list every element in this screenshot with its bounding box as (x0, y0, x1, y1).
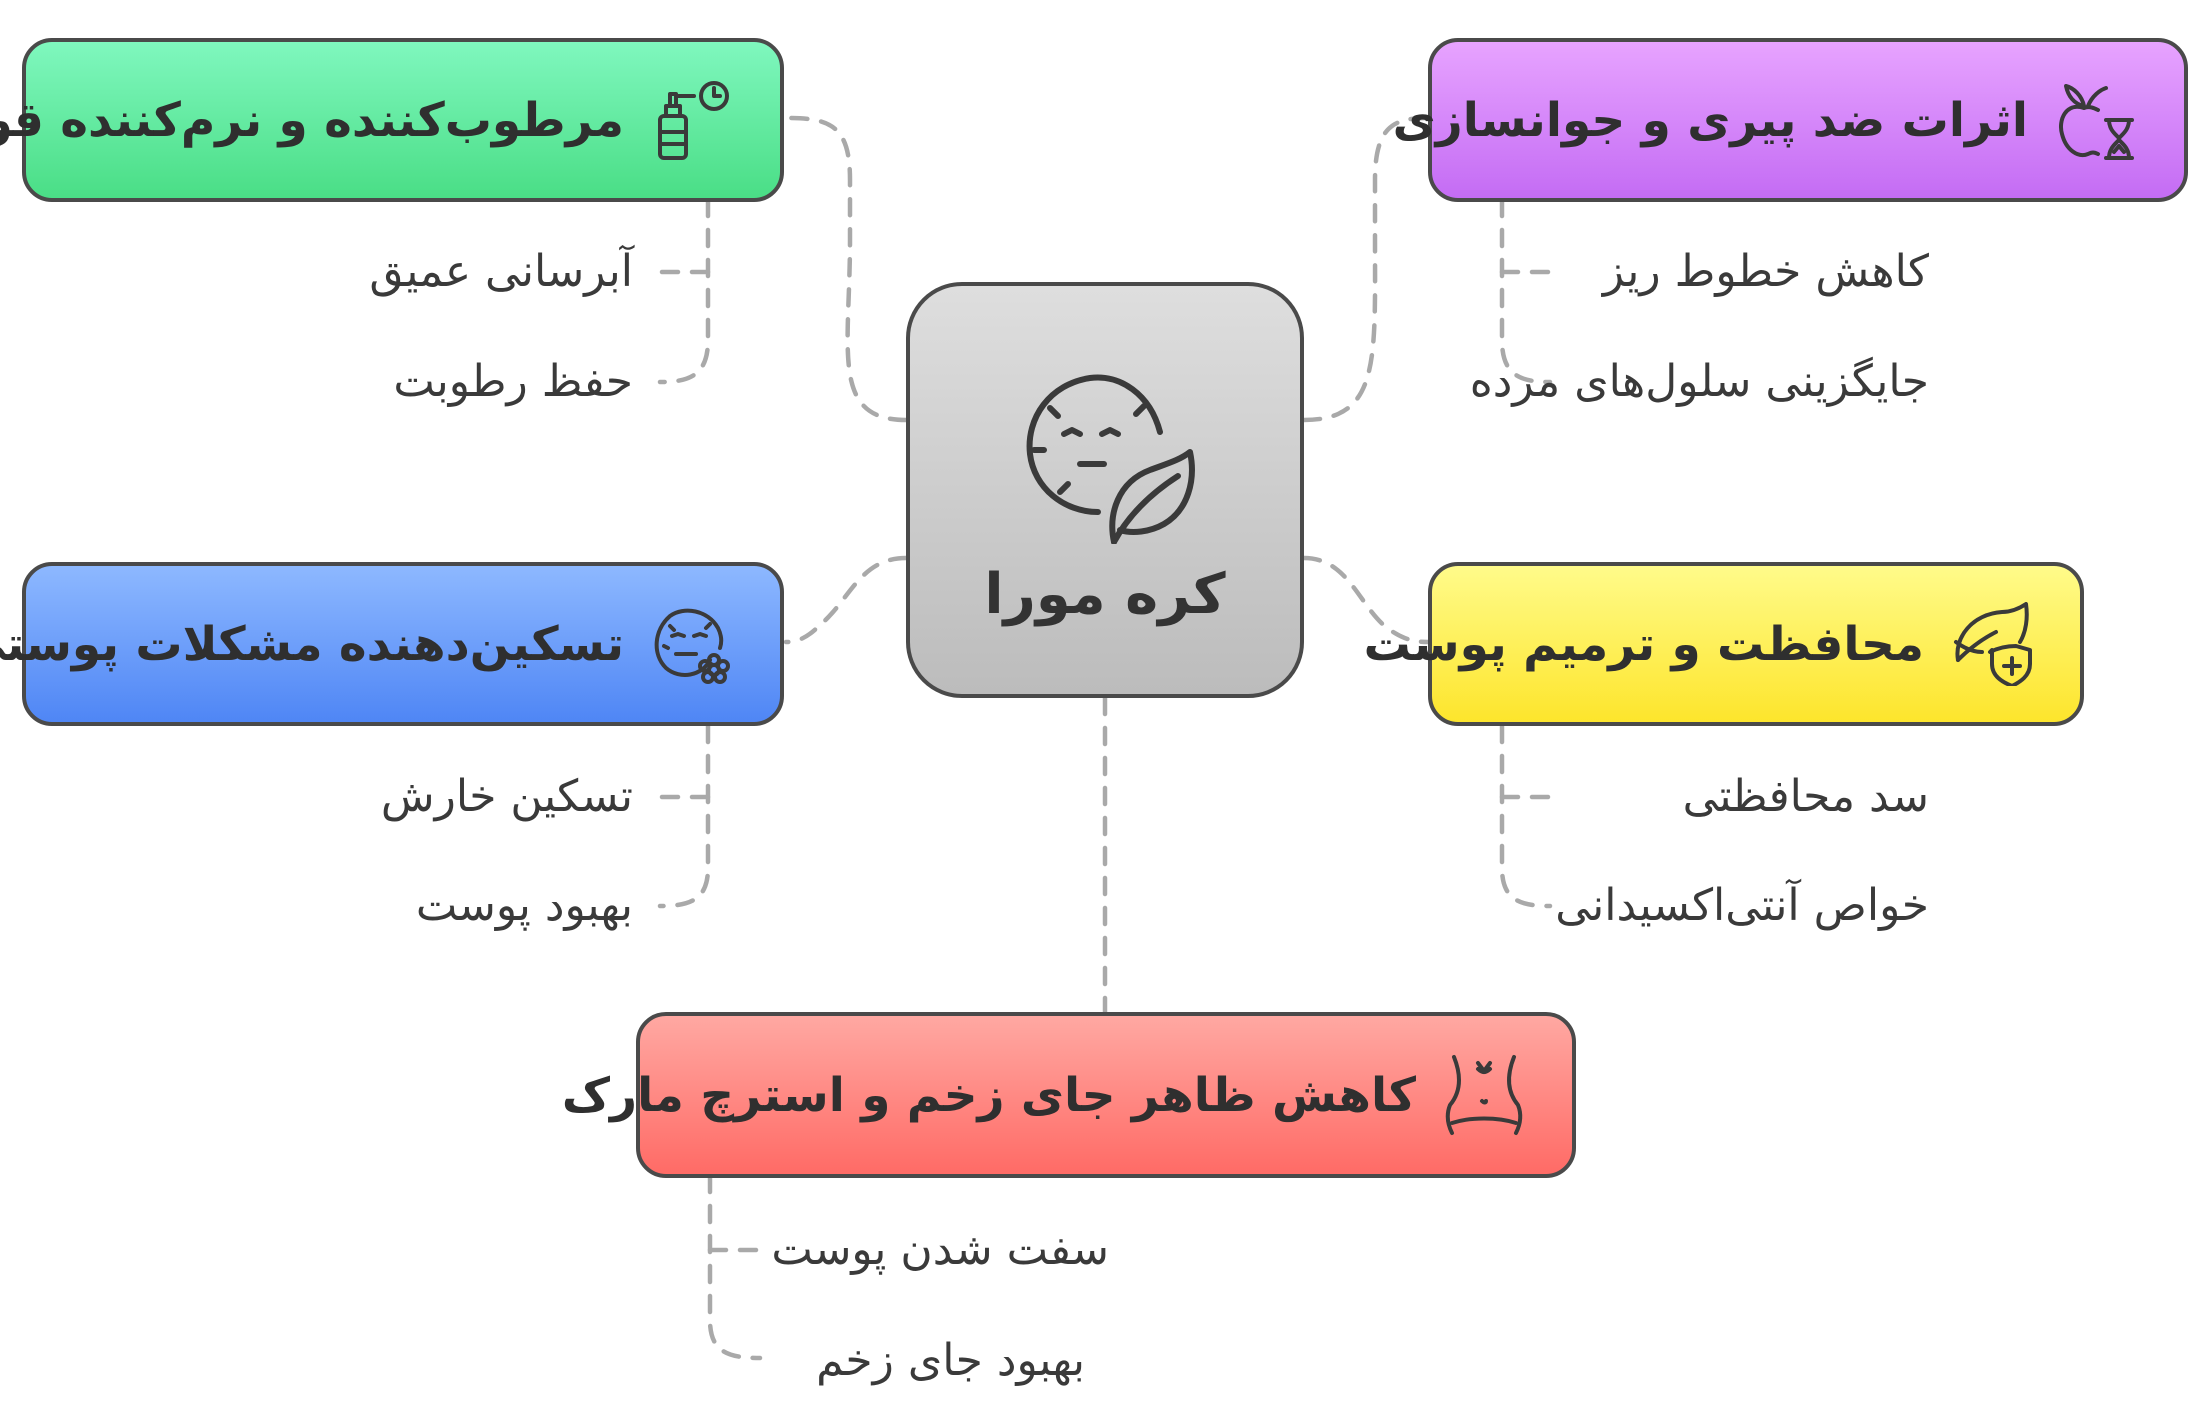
leaf-antiaging-1: کاهش خطوط ریز (1602, 246, 1929, 297)
leaf-soothing-1: تسکین خارش (380, 771, 633, 822)
branch-protection: محافظت و ترمیم پوست (1364, 562, 2084, 726)
link-center-soothing (783, 555, 909, 645)
branch-scars: کاهش ظاهر جای زخم و استرچ مارک (562, 1012, 1576, 1178)
leaf-shield-icon (1950, 602, 2034, 686)
link-center-protection (1301, 555, 1431, 645)
link-soothing-items (657, 723, 711, 909)
branch-moisturizer: مرطوب‌کننده و نرم‌کننده قوی (0, 38, 784, 202)
leaf-moisturizer-1: آبرسانی عمیق (369, 246, 633, 297)
irritated-face-icon (650, 602, 734, 686)
branch-protection-title: محافظت و ترمیم پوست (1363, 616, 1924, 672)
face-leaf-icon (1010, 354, 1200, 544)
leaf-scars-2: بهبود جای زخم (816, 1335, 1085, 1386)
apple-hourglass-icon (2054, 78, 2138, 162)
branch-soothing: تسکین‌دهنده مشکلات پوستی (0, 562, 784, 726)
center-node: کره مورا (906, 282, 1304, 698)
branch-moisturizer-title: مرطوب‌کننده و نرم‌کننده قوی (0, 92, 624, 148)
leaf-protection-1: سد محافظتی (1682, 771, 1929, 822)
center-title: کره مورا (984, 561, 1226, 627)
leaf-moisturizer-2: حفظ رطوبت (393, 356, 633, 407)
leaf-soothing-2: بهبود پوست (415, 880, 633, 931)
link-center-moisturizer (783, 115, 909, 423)
spray-bottle-icon (650, 78, 734, 162)
leaf-scars-1: سفت شدن پوست (771, 1224, 1109, 1275)
leaf-protection-2: خواص آنتی‌اکسیدانی (1555, 880, 1929, 931)
branch-antiaging-title: اثرات ضد پیری و جوانسازی (1392, 92, 2028, 148)
branch-scars-title: کاهش ظاهر جای زخم و استرچ مارک (561, 1067, 1416, 1123)
branch-soothing-title: تسکین‌دهنده مشکلات پوستی (0, 616, 624, 672)
link-moisturizer-items (657, 197, 711, 385)
torso-icon (1442, 1053, 1526, 1137)
branch-antiaging: اثرات ضد پیری و جوانسازی (1393, 38, 2188, 202)
link-protection-items (1499, 723, 1553, 909)
link-scars-items (707, 1173, 763, 1361)
link-center-antiaging (1301, 115, 1431, 423)
leaf-antiaging-2: جایگزینی سلول‌های مرده (1469, 356, 1929, 407)
